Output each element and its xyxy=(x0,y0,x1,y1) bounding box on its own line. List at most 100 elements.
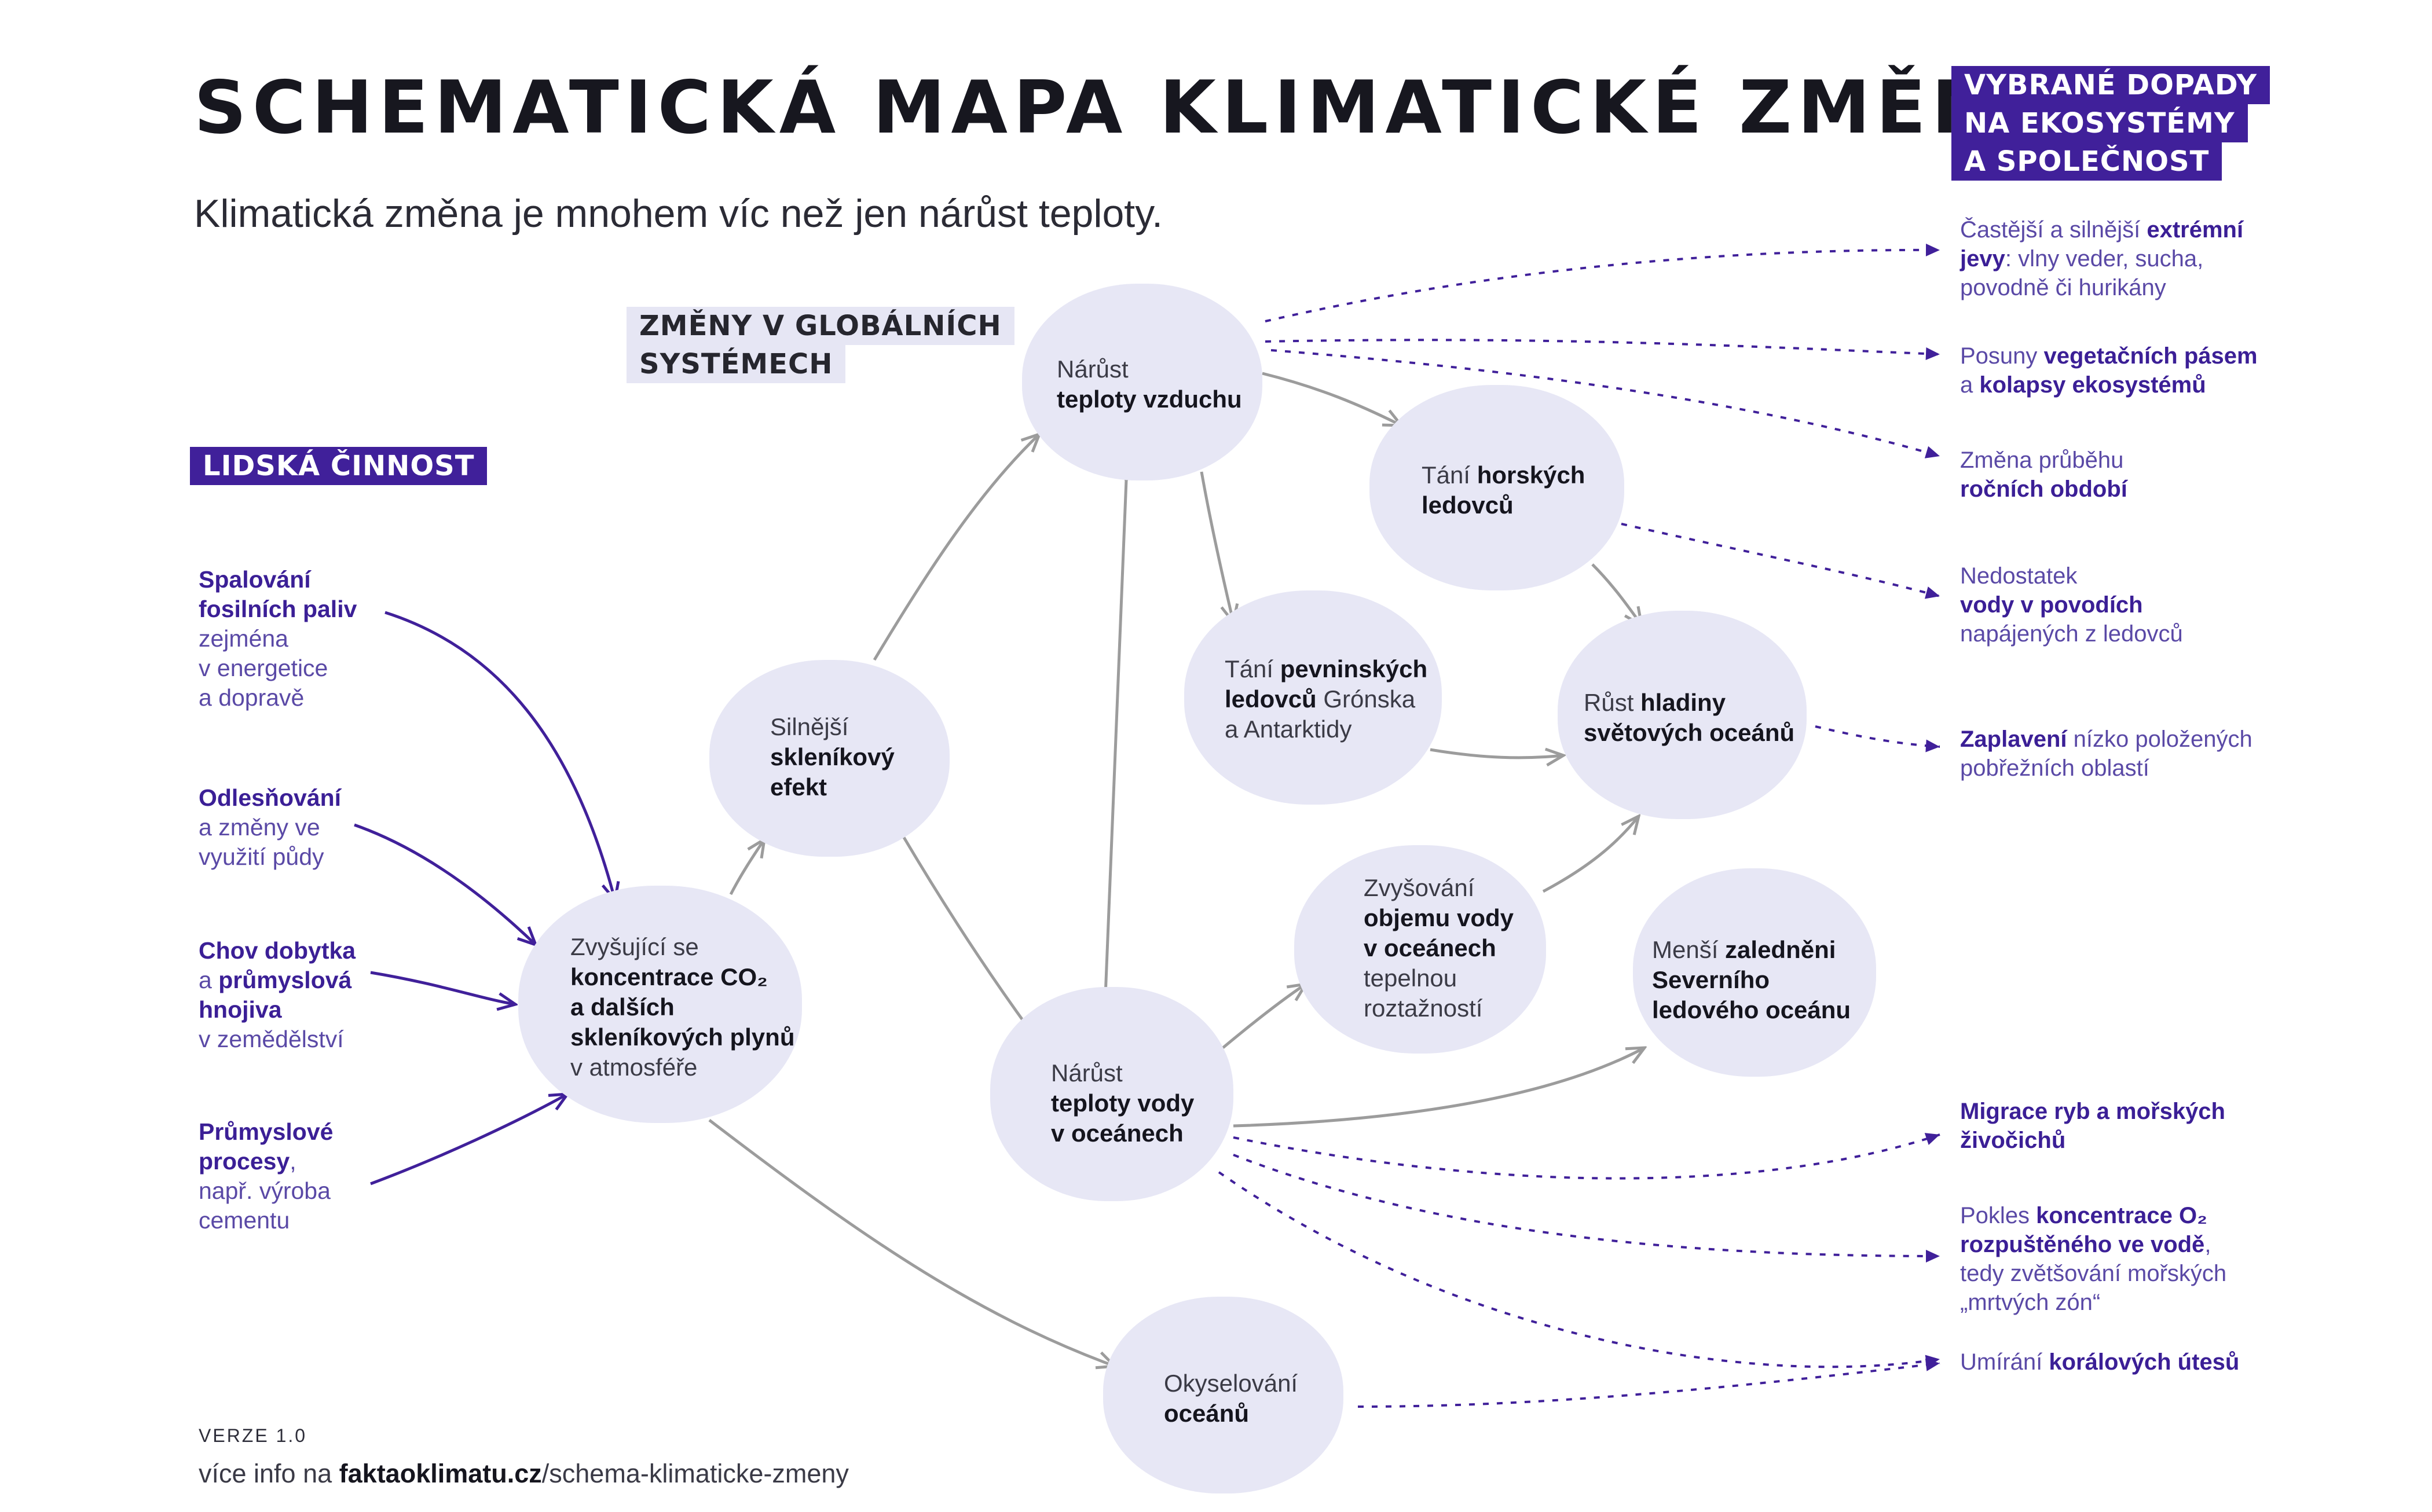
bubble-acidification xyxy=(1103,1297,1343,1493)
text-run: Okyselování xyxy=(1164,1370,1298,1397)
global-systems-tag-line-2: SYSTÉMECH xyxy=(627,345,846,383)
text-line: skleníkový xyxy=(770,742,895,772)
text-run: a xyxy=(1960,372,1980,398)
text-run: Častější a silnější xyxy=(1960,217,2147,243)
arrow-deforestation-to-co2 xyxy=(354,823,536,945)
bold-run: fosilních paliv xyxy=(199,596,357,622)
text-line: efekt xyxy=(770,772,895,802)
bubble-sea-level xyxy=(1558,611,1807,819)
bubble-ice-sheets xyxy=(1184,590,1442,805)
text-run: v energetice xyxy=(199,655,328,681)
text-line: napájených z ledovců xyxy=(1960,619,2183,648)
text-line: objemu vody xyxy=(1364,903,1514,933)
impact-coral-dieoff: Umírání korálových útesů xyxy=(1960,1348,2239,1377)
bold-run: efekt xyxy=(770,773,827,801)
arrow-co2-to-acidification xyxy=(708,1119,1115,1366)
text-line: Nedostatek xyxy=(1960,562,2183,590)
text-line: oceánů xyxy=(1164,1399,1298,1429)
text-line: ledovců Grónska xyxy=(1225,684,1427,714)
arrow-ocean-to-volume xyxy=(1222,984,1306,1049)
bold-run: Severního xyxy=(1652,966,1770,993)
text-line: tepelnou xyxy=(1364,963,1514,993)
more-info-path: /schema-klimaticke-zmeny xyxy=(541,1459,849,1488)
text-run: nízko položených xyxy=(2067,726,2252,752)
causal-arrows xyxy=(708,372,1644,1366)
text-run: využití půdy xyxy=(199,843,324,870)
human-activity-arrows xyxy=(354,611,615,1186)
text-run: Tání xyxy=(1422,461,1477,489)
bold-run: korálových útesů xyxy=(2049,1349,2240,1375)
arrow-air-to-icesheets xyxy=(1200,471,1233,622)
bold-run: živočichů xyxy=(1960,1128,2066,1153)
text-run: v atmosféře xyxy=(570,1054,698,1081)
impact-arrows xyxy=(1218,243,1940,1408)
text-line: v atmosféře xyxy=(570,1052,794,1082)
text-line: živočichů xyxy=(1960,1126,2225,1155)
arrow-air-to-extreme xyxy=(1265,243,1940,322)
arrow-air-ocean-both xyxy=(1105,480,1126,1010)
bold-run: a dalších xyxy=(570,993,675,1021)
text-line: fosilních paliv xyxy=(199,594,357,624)
arrow-greenhouse-to-air xyxy=(873,434,1039,661)
arrow-co2-to-greenhouse xyxy=(729,839,764,896)
text-run: Nárůst xyxy=(1057,355,1129,383)
text-run: pobřežních oblastí xyxy=(1960,755,2149,781)
bold-run: rozpuštěného ve vodě xyxy=(1960,1232,2205,1257)
text-line: Zvyšující se xyxy=(570,932,794,962)
text-line: ledovců xyxy=(1422,490,1585,520)
bubble-ocean-temp xyxy=(990,987,1233,1201)
arrow-mountain-to-water xyxy=(1621,523,1940,599)
page-subtitle: Klimatická změna je mnohem víc než jen n… xyxy=(194,192,1163,236)
text-line: Menší zaledněni xyxy=(1652,935,1851,965)
text-line: teploty vody xyxy=(1051,1088,1194,1118)
bold-run: Odlesňování xyxy=(199,784,342,811)
text-run: tepelnou xyxy=(1364,964,1457,992)
text-line: Posuny vegetačních pásem xyxy=(1960,342,2258,370)
more-info-link[interactable]: více info na faktaoklimatu.cz/schema-kli… xyxy=(199,1459,849,1489)
text-run: Nedostatek xyxy=(1960,563,2078,589)
text-line: a průmyslová xyxy=(199,966,356,995)
text-line: Umírání korálových útesů xyxy=(1960,1348,2239,1377)
global-systems-tag: ZMĚNY V GLOBÁLNÍCH SYSTÉMECH xyxy=(627,307,1014,383)
text-line: Průmyslové xyxy=(199,1117,333,1147)
text-line: Odlesňování xyxy=(199,783,341,813)
text-line: procesy, xyxy=(199,1147,333,1176)
text-line: Zaplavení nízko položených xyxy=(1960,725,2252,754)
arrow-volume-to-sealevel xyxy=(1542,816,1639,893)
arrow-ocean-to-migration xyxy=(1233,1133,1940,1180)
text-line: roztažností xyxy=(1364,993,1514,1023)
text-run: zejména xyxy=(199,625,288,652)
bold-run: Průmyslové xyxy=(199,1118,334,1145)
bold-run: v oceánech xyxy=(1051,1120,1184,1147)
text-run: např. výroba xyxy=(199,1177,331,1204)
text-line: Růst hladiny xyxy=(1584,688,1794,718)
bold-run: objemu vody xyxy=(1364,904,1514,931)
text-run: Zvyšování xyxy=(1364,874,1475,901)
bold-run: teploty vody xyxy=(1051,1089,1195,1117)
text-run: Změna průběhu xyxy=(1960,447,2124,473)
bold-run: vody v povodích xyxy=(1960,592,2143,618)
text-run: povodně či hurikány xyxy=(1960,275,2166,300)
text-run: Grónska xyxy=(1316,685,1416,713)
text-line: „mrtvých zón“ xyxy=(1960,1288,2226,1317)
text-run: Tání xyxy=(1225,655,1280,682)
bold-run: teploty vzduchu xyxy=(1057,386,1242,413)
bold-run: jevy xyxy=(1960,246,2005,271)
text-run: a změny ve xyxy=(199,814,320,841)
text-run: tedy zvětšování mořských xyxy=(1960,1261,2227,1286)
arrow-livestock-to-co2 xyxy=(370,971,515,1004)
text-run: Růst xyxy=(1584,689,1641,716)
text-line: hnojiva xyxy=(199,995,356,1025)
bold-run: světových oceánů xyxy=(1584,719,1795,746)
bubble-air-temp xyxy=(1022,284,1262,480)
text-run: Nárůst xyxy=(1051,1059,1123,1087)
